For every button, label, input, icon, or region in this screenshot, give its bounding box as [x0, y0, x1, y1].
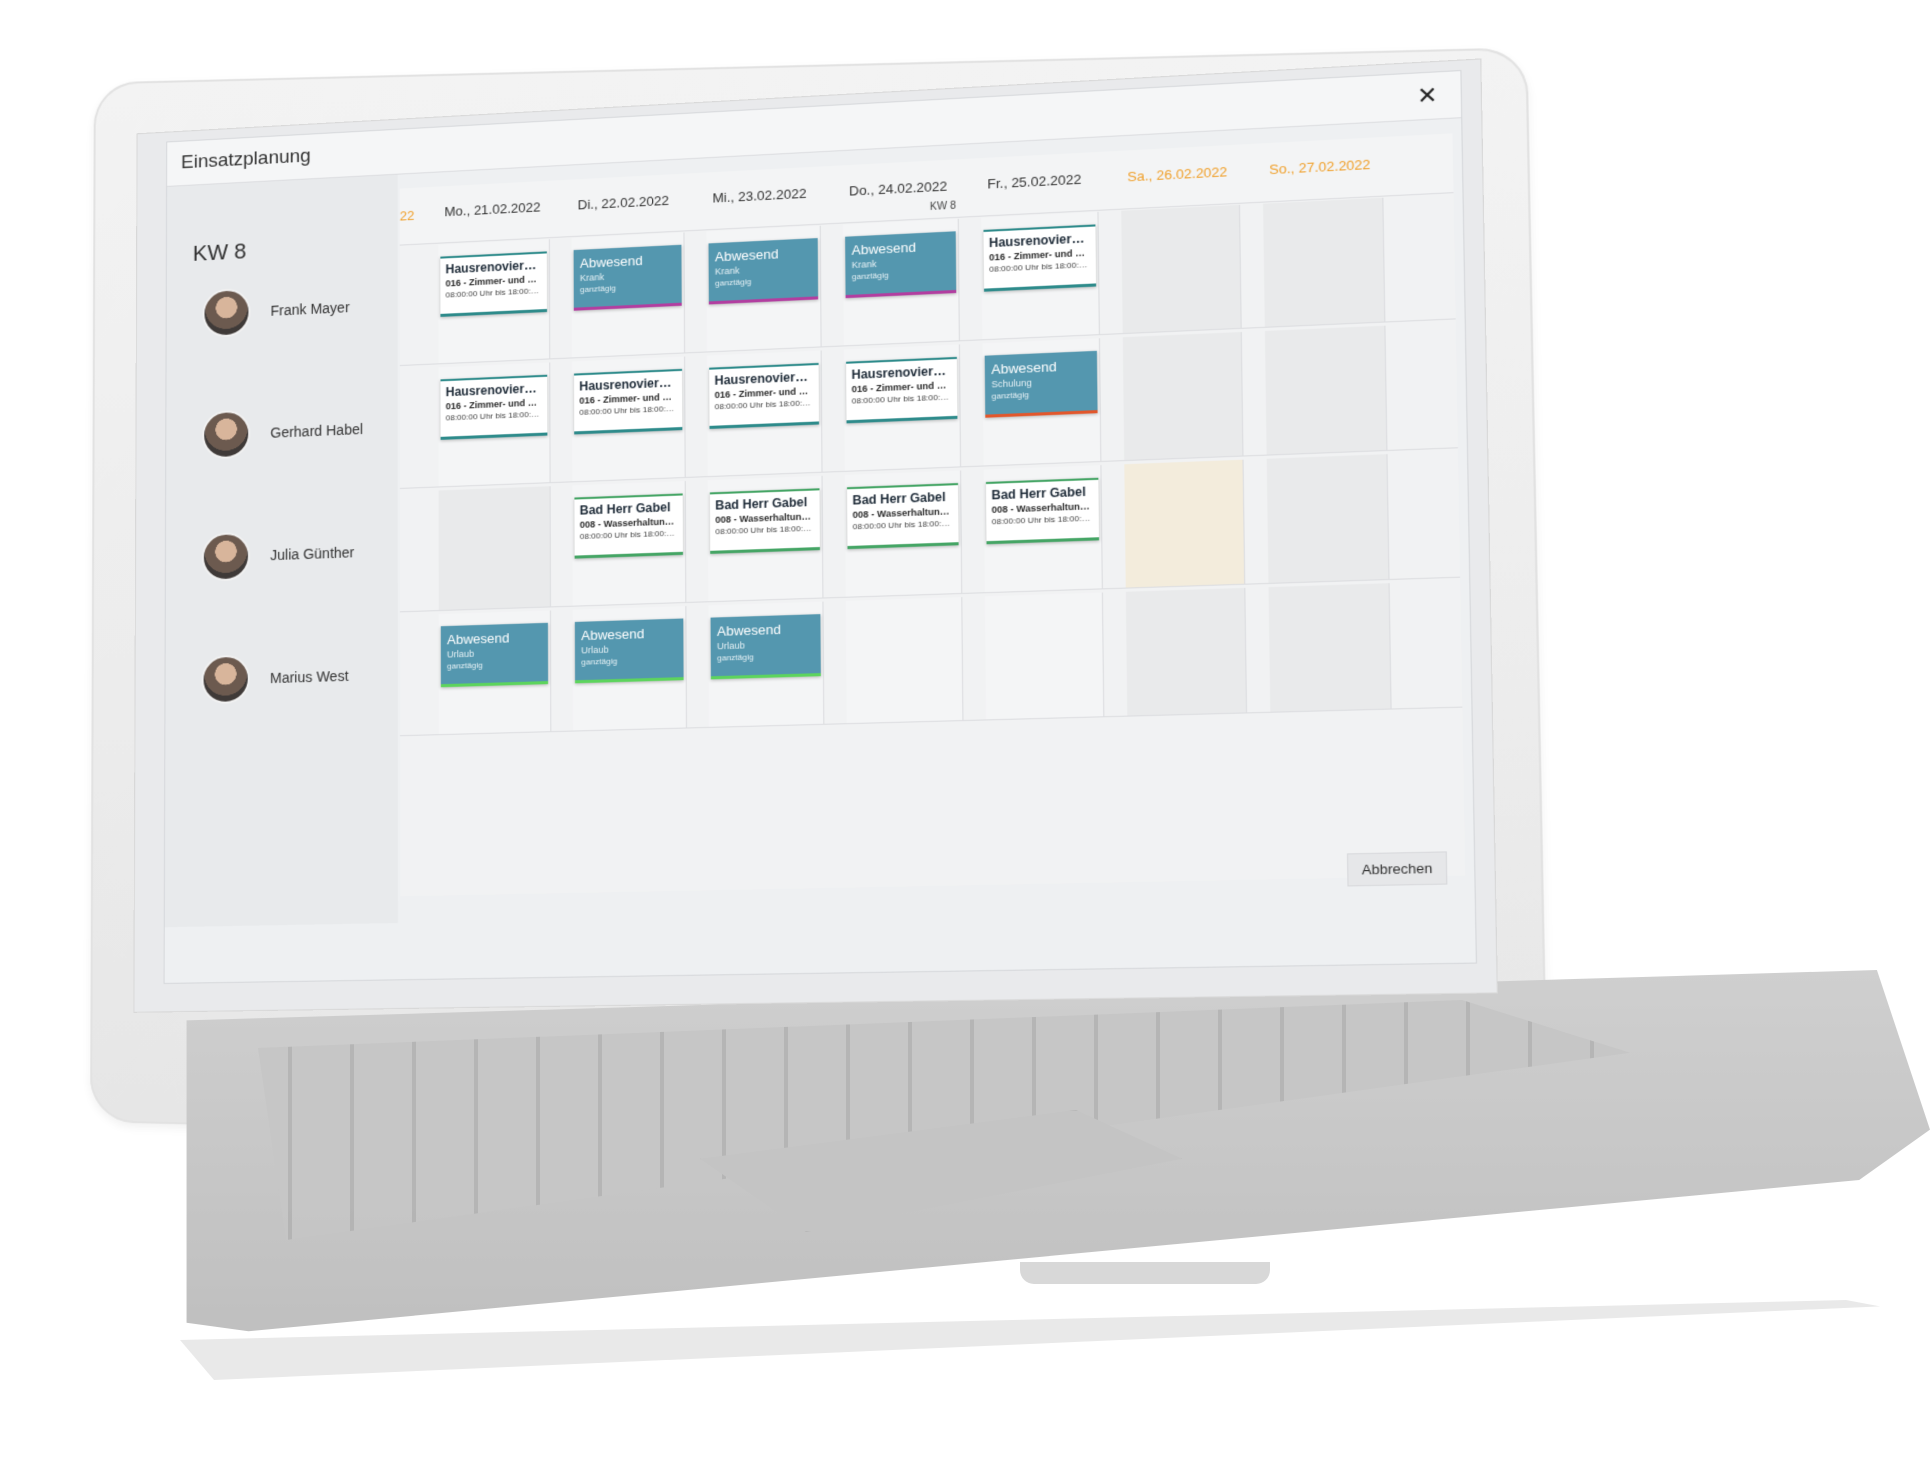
resource-list: KW 8 Frank Mayer Gerhard Habel Julia Gün…: [164, 174, 399, 928]
job-subtitle: 008 - Wasserhaltungsa...: [715, 511, 815, 526]
absence-reason: Urlaub: [446, 648, 475, 660]
absence-reason: Urlaub: [716, 640, 745, 652]
day-cell[interactable]: [438, 486, 551, 611]
planning-dialog: Einsatzplanung ✕ KW 8 Frank Mayer Gerhar…: [163, 69, 1478, 984]
avatar: [202, 409, 251, 460]
close-icon[interactable]: ✕: [1416, 81, 1438, 110]
day-cell[interactable]: [984, 592, 1105, 720]
job-time: 08:00:00 Uhr bis 18:00:00 ...: [991, 513, 1094, 527]
job-time: 08:00:00 Uhr bis 18:00:00 ...: [445, 409, 543, 423]
person-name: Julia Günther: [270, 544, 355, 564]
job-title: Hausrenovierun...: [714, 369, 814, 388]
job-time: 08:00:00 Uhr bis 18:00:00 ...: [445, 285, 542, 300]
absence-duration: ganztägig: [579, 283, 616, 295]
person-name: Gerhard Habel: [270, 420, 364, 441]
schedule-grid: 22 Mo., 21.02.2022 Di., 22.02.2022 Mi., …: [399, 133, 1466, 897]
job-title: Bad Herr Gabel: [715, 494, 808, 513]
absence-card[interactable]: Abwesend Urlaub ganztägig: [710, 614, 821, 680]
absence-duration: ganztägig: [581, 656, 618, 667]
absence-card[interactable]: Abwesend Krank ganztägig: [573, 244, 682, 311]
absence-title: Abwesend: [446, 630, 510, 648]
absence-card[interactable]: Abwesend Urlaub ganztägig: [440, 622, 549, 688]
job-title: Hausrenovierun...: [445, 381, 543, 400]
day-header-weekend: Sa., 26.02.2022: [1127, 163, 1228, 185]
person-name: Marius West: [269, 667, 349, 687]
job-time: 08:00:00 Uhr bis 18:00:00 ...: [579, 528, 678, 542]
absence-duration: ganztägig: [991, 390, 1029, 401]
person-row[interactable]: Julia Günther: [201, 522, 355, 588]
job-subtitle: 008 - Wasserhaltungsa...: [579, 516, 678, 530]
absence-reason: Urlaub: [581, 644, 609, 656]
job-time: 08:00:00 Uhr bis 18:00:00 ...: [989, 259, 1091, 274]
absence-title: Abwesend: [716, 621, 782, 640]
absence-duration: ganztägig: [447, 660, 483, 671]
day-header: Di., 22.02.2022: [577, 192, 669, 213]
day-header: Do., 24.02.2022: [848, 178, 948, 199]
person-row[interactable]: Frank Mayer: [202, 277, 350, 344]
day-header: Mi., 23.02.2022: [712, 185, 807, 206]
person-row[interactable]: Gerhard Habel: [202, 399, 363, 466]
job-card[interactable]: Bad Herr Gabel 008 - Wasserhaltungsa... …: [985, 477, 1100, 545]
job-card[interactable]: Hausrenovierun... 016 - Zimmer- und Hol.…: [846, 356, 958, 424]
job-time: 08:00:00 Uhr bis 18:00:00 ...: [579, 403, 678, 417]
day-cell-weekend[interactable]: [1121, 204, 1242, 334]
job-card[interactable]: Bad Herr Gabel 008 - Wasserhaltungsa... …: [709, 488, 820, 554]
job-title: Hausrenovierun...: [851, 363, 952, 383]
dialog-body: KW 8 Frank Mayer Gerhard Habel Julia Gün…: [164, 118, 1475, 928]
job-time: 08:00:00 Uhr bis 18:00:00 ...: [851, 392, 952, 406]
laptop-notch: [1020, 1262, 1270, 1284]
job-card[interactable]: Bad Herr Gabel 008 - Wasserhaltungsa... …: [574, 493, 683, 559]
absence-card[interactable]: Abwesend Krank ganztägig: [708, 238, 819, 305]
job-time: 08:00:00 Uhr bis 18:00:00 ...: [714, 398, 814, 412]
absence-title: Abwesend: [851, 239, 917, 258]
day-cell-highlighted[interactable]: [1124, 459, 1246, 588]
person-row[interactable]: Marius West: [201, 645, 349, 710]
day-cell-weekend[interactable]: [1266, 454, 1390, 583]
job-card[interactable]: Hausrenovierun... 016 - Zimmer- und Hol.…: [440, 251, 548, 317]
absence-duration: ganztägig: [851, 270, 889, 282]
job-title: Bad Herr Gabel: [852, 489, 946, 508]
job-time: 08:00:00 Uhr bis 18:00:00 ...: [715, 523, 815, 537]
day-header: Fr., 25.02.2022: [987, 171, 1082, 192]
absence-card[interactable]: Abwesend Krank ganztägig: [845, 231, 957, 299]
absence-title: Abwesend: [581, 625, 645, 644]
day-cell[interactable]: [845, 597, 964, 724]
job-card[interactable]: Hausrenovierun... 016 - Zimmer- und Hol.…: [574, 368, 683, 435]
avatar: [201, 531, 251, 582]
absence-title: Abwesend: [714, 246, 779, 265]
day-header: Mo., 21.02.2022: [444, 199, 541, 220]
job-subtitle: 008 - Wasserhaltungsa...: [852, 506, 953, 521]
job-title: Bad Herr Gabel: [991, 484, 1086, 503]
job-card[interactable]: Bad Herr Gabel 008 - Wasserhaltungsa... …: [847, 483, 959, 550]
day-cell-weekend[interactable]: [1125, 587, 1248, 716]
absence-card[interactable]: Abwesend Schulung ganztägig: [984, 350, 1098, 418]
job-time: 08:00:00 Uhr bis 18:00:00 ...: [852, 518, 954, 532]
day-cell-weekend[interactable]: [1122, 331, 1244, 461]
avatar: [201, 654, 250, 705]
absence-duration: ganztägig: [717, 652, 754, 663]
day-cell-weekend[interactable]: [1263, 197, 1386, 327]
day-cell-weekend[interactable]: [1268, 583, 1392, 712]
absence-duration: ganztägig: [714, 277, 752, 288]
cancel-button[interactable]: Abbrechen: [1347, 851, 1448, 887]
absence-title: Abwesend: [579, 252, 643, 272]
job-card[interactable]: Hausrenovierun... 016 - Zimmer- und Hol.…: [983, 224, 1097, 292]
job-subtitle: 008 - Wasserhaltungsa...: [991, 500, 1094, 515]
week-label: KW 8: [192, 238, 247, 266]
absence-card[interactable]: Abwesend Urlaub ganztägig: [574, 618, 684, 684]
job-title: Hausrenovierun...: [579, 375, 677, 394]
previous-date-fragment: 22: [399, 207, 415, 224]
laptop-screen: Einsatzplanung ✕ KW 8 Frank Mayer Gerhar…: [133, 58, 1498, 1013]
person-name: Frank Mayer: [270, 299, 350, 319]
absence-title: Abwesend: [991, 358, 1057, 378]
day-cell-weekend[interactable]: [1264, 325, 1388, 455]
job-title: Bad Herr Gabel: [579, 500, 671, 518]
dialog-title: Einsatzplanung: [181, 145, 311, 174]
job-card[interactable]: Hausrenovierun... 016 - Zimmer- und Hol.…: [440, 374, 548, 440]
day-header-weekend: So., 27.02.2022: [1269, 156, 1371, 178]
job-card[interactable]: Hausrenovierun... 016 - Zimmer- und Hol.…: [709, 362, 820, 429]
week-marker: KW 8: [929, 200, 956, 214]
avatar: [202, 287, 251, 338]
